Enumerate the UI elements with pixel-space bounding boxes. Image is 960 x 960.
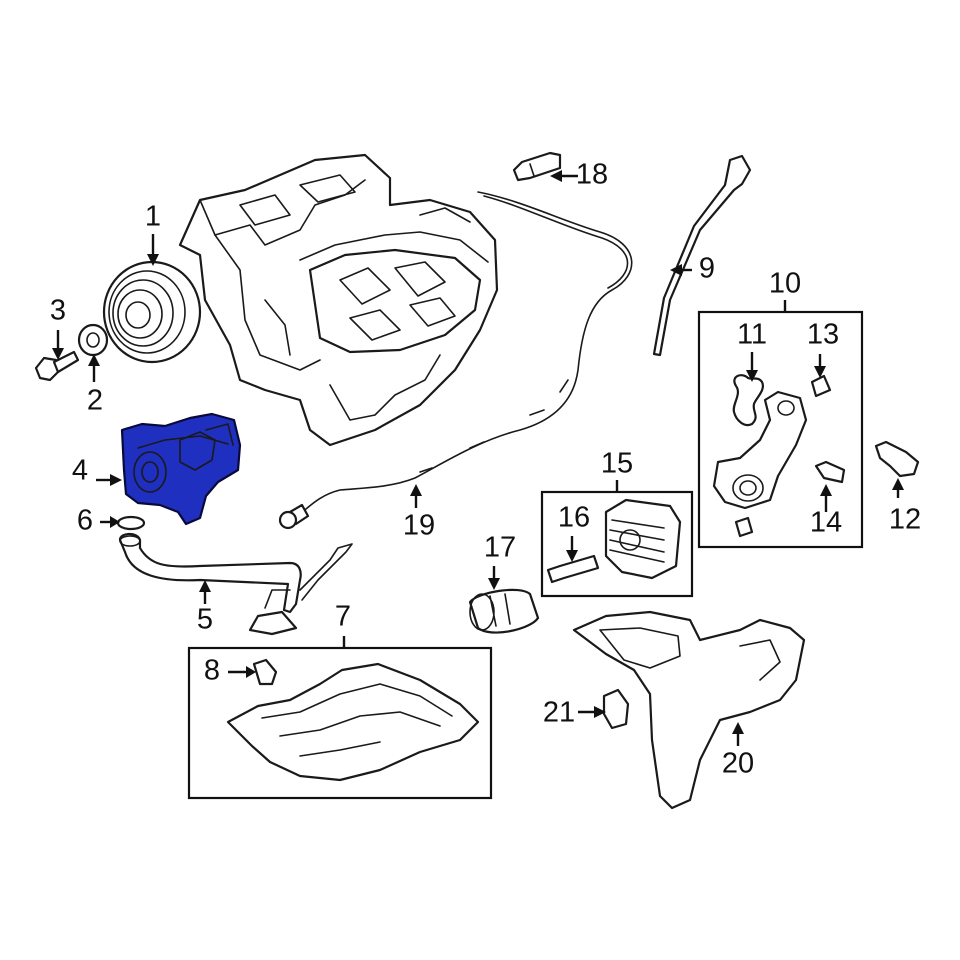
bolt-16 <box>546 554 600 584</box>
callout-1: 1 <box>145 201 161 233</box>
callout-7: 7 <box>335 601 351 633</box>
leaders <box>52 170 904 746</box>
seal <box>734 516 754 538</box>
oil-pan <box>226 662 480 782</box>
sensor-14 <box>814 460 846 484</box>
wire-harness <box>278 191 633 530</box>
callout-19: 19 <box>403 510 435 542</box>
callout-15: 15 <box>601 448 633 480</box>
o-ring <box>116 515 146 531</box>
engine-block <box>178 153 499 447</box>
sensor-18 <box>512 151 562 182</box>
callout-16: 16 <box>558 502 590 534</box>
callout-21: 21 <box>543 697 575 729</box>
gasket-11 <box>732 374 764 427</box>
callout-6: 6 <box>77 505 93 537</box>
callout-labels: 1 2 3 4 5 6 7 8 9 10 11 12 13 14 15 16 1… <box>50 159 921 780</box>
oil-cooler <box>604 498 682 580</box>
oil-pickup-tube <box>118 532 353 636</box>
callout-12: 12 <box>889 504 921 536</box>
bolt-21 <box>602 688 630 730</box>
callout-3: 3 <box>50 295 66 327</box>
bolt-8 <box>252 658 278 686</box>
crankshaft-pulley <box>102 260 202 364</box>
box-7 <box>187 646 493 800</box>
callout-4: 4 <box>72 455 88 487</box>
oil-pump-highlighted <box>120 412 242 526</box>
callout-9: 9 <box>699 253 715 285</box>
callout-2: 2 <box>87 385 103 417</box>
callout-13: 13 <box>807 319 839 351</box>
callout-8: 8 <box>204 655 220 687</box>
callout-11: 11 <box>737 319 767 351</box>
oil-filter-adapter <box>712 390 808 510</box>
callout-10: 10 <box>769 268 801 300</box>
dipstick-tube <box>652 154 752 357</box>
washer <box>77 323 109 357</box>
callout-18: 18 <box>576 159 608 191</box>
callout-20: 20 <box>722 748 754 780</box>
crank-bolt <box>34 350 80 382</box>
oil-filter <box>468 588 540 634</box>
plug-13 <box>810 374 832 398</box>
windage-tray <box>572 610 806 810</box>
callout-14: 14 <box>810 507 842 539</box>
box-10 <box>697 310 864 549</box>
callout-17: 17 <box>484 532 516 564</box>
bolt-12 <box>874 440 920 478</box>
callout-5: 5 <box>197 604 213 636</box>
